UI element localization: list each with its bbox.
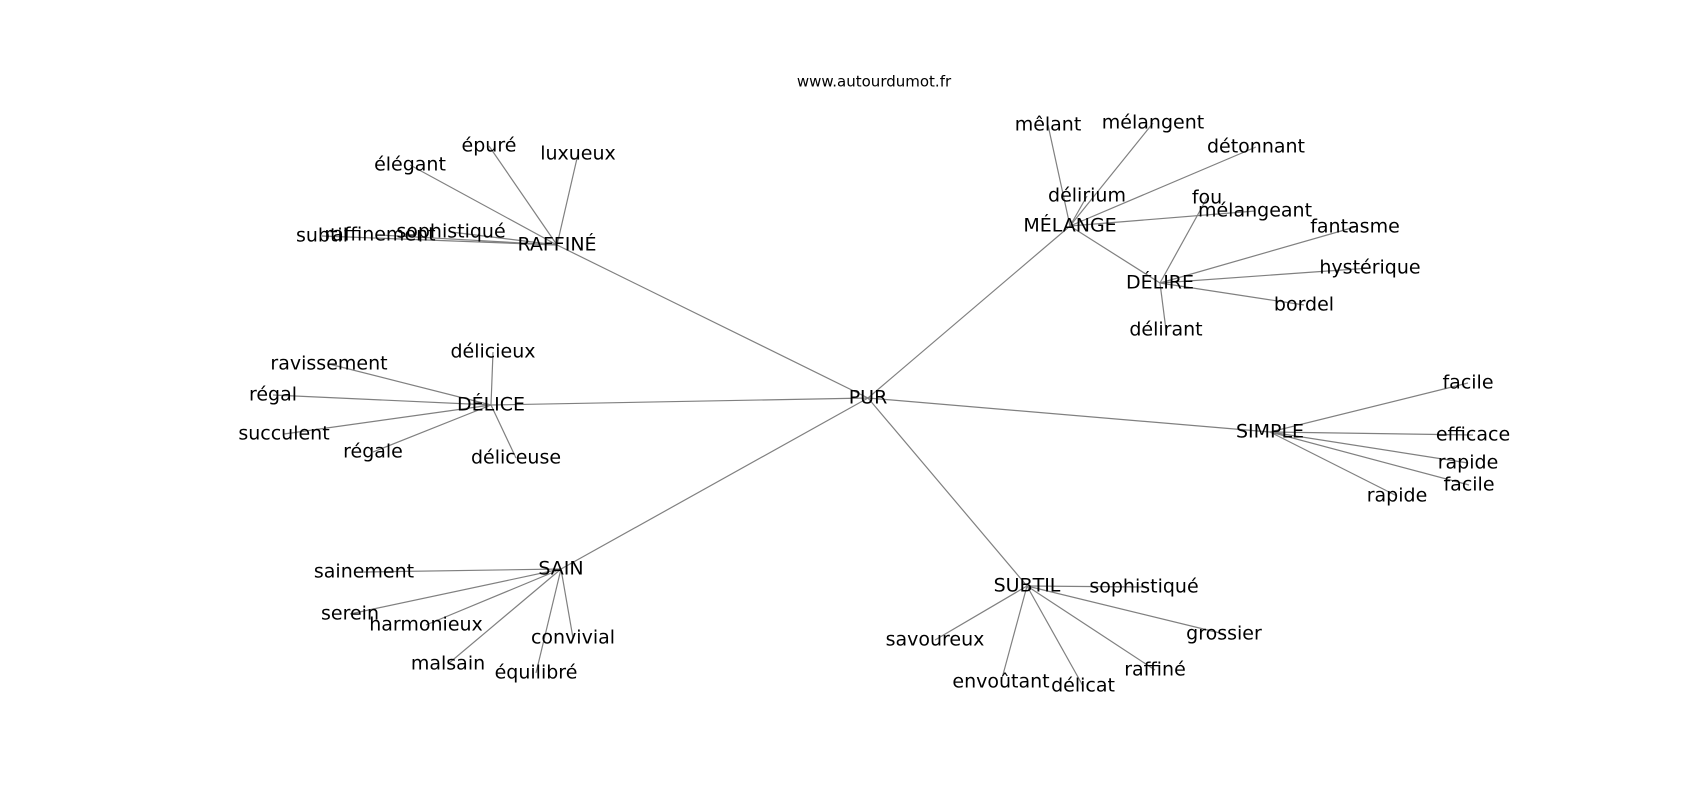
site-credit: www.autourdumot.fr: [797, 73, 952, 91]
edge-sain-leaf: [560, 568, 574, 639]
center-node: PUR: [849, 387, 888, 409]
leaf-node: régale: [343, 441, 403, 463]
leaf-node: mélangeant: [1198, 200, 1312, 222]
edge-sain: [560, 397, 869, 570]
edge-subtil-leaf: [1026, 585, 1145, 588]
edge-raffine-leaf: [379, 234, 558, 246]
leaf-node: raffiné: [1124, 659, 1186, 681]
leaf-node: détonnant: [1207, 136, 1305, 158]
leaf-node: rapide: [1367, 485, 1428, 507]
leaf-node: efficace: [1436, 424, 1510, 446]
edge-subtil-leaf: [1026, 585, 1084, 687]
edge-melange-leaf: [1069, 195, 1088, 227]
edge-raffine: [556, 244, 869, 399]
edge-simple: [867, 397, 1271, 433]
leaf-node: équilibré: [495, 662, 578, 684]
edge-raffine-leaf: [409, 164, 558, 246]
leaf-node: harmonieux: [369, 614, 483, 636]
leaf-node: sophistiqué: [396, 221, 505, 243]
edge-raffine-leaf: [321, 235, 558, 246]
leaf-node: envoûtant: [952, 671, 1049, 693]
edge-raffine-leaf: [450, 231, 558, 246]
leaf-node: grossier: [1186, 623, 1262, 645]
hub-node-delire: DÉLIRE: [1126, 271, 1194, 294]
hub-node-subtil: SUBTIL: [994, 575, 1061, 597]
leaf-node: élégant: [374, 154, 446, 176]
edge-melange: [867, 225, 1071, 399]
edge-sain-leaf: [447, 568, 562, 665]
leaf-node: délicat: [1051, 675, 1115, 697]
leaf-node: régal: [249, 384, 297, 406]
leaf-node: ravissement: [270, 353, 387, 375]
leaf-node: délirant: [1129, 319, 1202, 341]
leaf-node: sainement: [314, 561, 414, 583]
leaf-node: subtil: [296, 225, 348, 247]
edge-delire-leaf: [1159, 267, 1371, 284]
edge-delire-leaf: [1159, 282, 1305, 306]
leaf-node: rapide: [1438, 452, 1499, 474]
edge-simple-leaf: [1269, 431, 1470, 486]
edge-delice-leaf: [490, 404, 517, 459]
edge-sain-leaf: [349, 568, 562, 615]
hub-node-delice: DÉLICE: [457, 393, 525, 416]
leaf-node: mélangent: [1102, 112, 1204, 134]
leaf-node: facile: [1443, 474, 1494, 496]
edge-raffine-leaf: [556, 153, 579, 246]
edge-melange-leaf: [1047, 124, 1071, 227]
leaf-node: fantasme: [1310, 216, 1400, 238]
leaf-node: facile: [1442, 372, 1493, 394]
hub-node-raffine: RAFFINÉ: [517, 233, 596, 256]
leaf-node: succulent: [238, 423, 329, 445]
leaf-node: délicieux: [450, 341, 535, 363]
edge-raffine-leaf: [488, 145, 558, 246]
edge-delire-leaf: [1159, 282, 1167, 331]
edge-delice: [490, 397, 869, 406]
leaf-node: malsain: [411, 653, 485, 675]
edge-subtil: [867, 397, 1028, 587]
edge-delire-leaf: [1159, 226, 1356, 284]
edge-sain-leaf: [535, 568, 562, 674]
edge-simple-leaf: [1269, 431, 1469, 464]
edge-subtil-leaf: [934, 585, 1028, 641]
leaf-node: bordel: [1274, 294, 1334, 316]
edge-melange-leaf: [1069, 122, 1154, 227]
edge-melange-leaf: [1069, 146, 1257, 227]
edge-simple-leaf: [1269, 431, 1398, 497]
hub-node-simple: SIMPLE: [1236, 421, 1304, 443]
edge-delice-leaf: [372, 404, 492, 453]
leaf-node: serein: [321, 603, 379, 625]
hub-node-melange: MÉLANGE: [1023, 214, 1116, 237]
edge-simple-leaf: [1269, 431, 1474, 436]
edge-delice-leaf: [490, 351, 494, 406]
leaf-node: mêlant: [1015, 114, 1082, 136]
graph-edges: [272, 122, 1474, 687]
leaf-node: délirium: [1048, 185, 1126, 207]
leaf-node: déliceuse: [471, 447, 561, 469]
edge-subtil-leaf: [1026, 585, 1156, 671]
edge-sain-leaf: [363, 568, 562, 573]
edge-subtil-leaf: [1000, 585, 1028, 683]
leaf-node: épuré: [462, 135, 517, 157]
leaf-node: convivial: [531, 627, 615, 649]
edge-delice-leaf: [283, 404, 492, 435]
edge-subtil-leaf: [1026, 585, 1225, 635]
edge-delice-leaf: [272, 394, 492, 406]
edge-sain-leaf: [425, 568, 562, 626]
leaf-node: sophistiqué: [1089, 576, 1198, 598]
edge-delice-leaf: [328, 363, 492, 406]
leaf-node: hystérique: [1319, 257, 1420, 279]
leaf-node: fou: [1192, 187, 1222, 209]
edge-delire-leaf: [1159, 197, 1208, 284]
leaf-node: raffinement: [324, 224, 435, 246]
edge-simple-leaf: [1269, 382, 1469, 433]
hub-node-sain: SAIN: [538, 558, 583, 580]
edge-delire: [1069, 225, 1161, 284]
edge-melange-leaf: [1069, 210, 1256, 227]
leaf-node: savoureux: [886, 629, 985, 651]
leaf-node: luxueux: [540, 143, 616, 165]
